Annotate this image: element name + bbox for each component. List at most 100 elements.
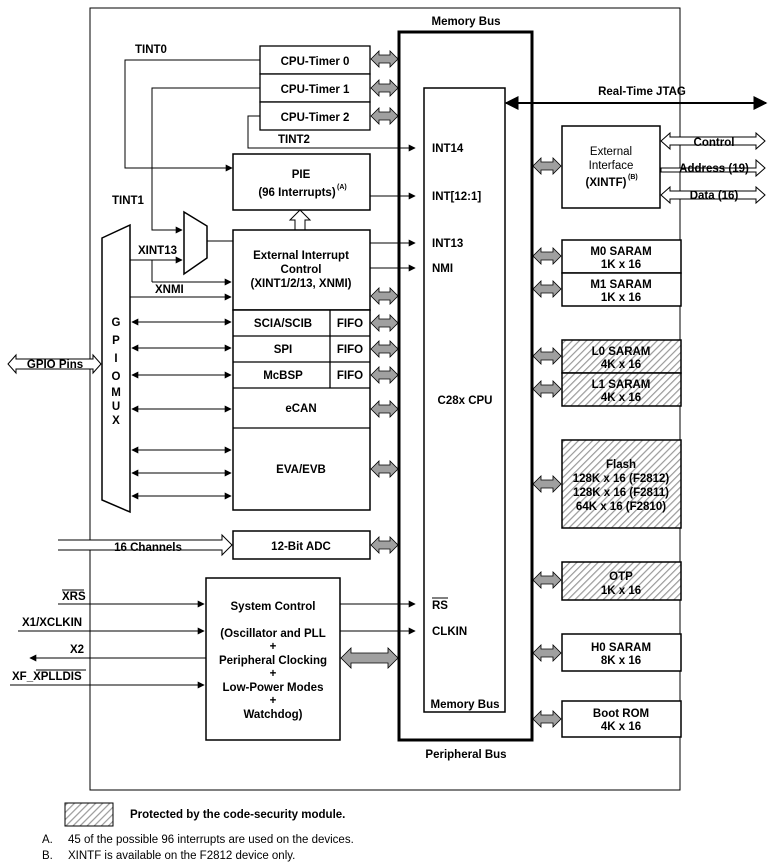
bus-arrow [370, 366, 399, 384]
adc-label: 12-Bit ADC [271, 541, 331, 553]
bus-arrow [532, 571, 562, 589]
clkin-label: CLKIN [432, 626, 467, 638]
system-control-plus-3: + [270, 695, 277, 707]
system-control-plus-1: + [270, 641, 277, 653]
system-control-line4: Watchdog) [244, 709, 303, 721]
legend-protected-label: Protected by the code-security module. [130, 809, 345, 821]
bus-arrow [532, 710, 562, 728]
address-label: Address (19) [679, 163, 749, 175]
gpio-pins-arrow [7, 353, 102, 375]
cpu-label: C28x CPU [438, 395, 493, 407]
flash-box [561, 439, 682, 529]
jtag-label: Real-Time JTAG [598, 86, 686, 98]
xint13-mux [183, 210, 208, 276]
memory-m0-m1 [561, 239, 682, 307]
flash-size-f2811: 128K x 16 (F2811) [573, 487, 669, 499]
cpu-timer-2 [259, 101, 371, 131]
int12-1-label: INT[12:1] [432, 191, 481, 203]
cpu-timer-1 [259, 73, 371, 103]
note-a-text: 45 of the possible 96 interrupts are use… [68, 834, 354, 846]
gpio-mux-letter-x: X [112, 415, 120, 427]
l1-saram-box [561, 372, 682, 407]
int13-label: INT13 [432, 238, 463, 250]
tint1-label: TINT1 [112, 195, 145, 207]
bus-arrow [370, 107, 399, 125]
rs-label: RS [432, 600, 448, 612]
cpu-timer-1-label: CPU-Timer 1 [281, 84, 350, 96]
peripheral-stack [232, 309, 371, 511]
xintf-box [561, 125, 661, 209]
otp-size: 1K x 16 [601, 585, 641, 597]
address-signal-arrow [660, 158, 766, 178]
ext-int-to-pie-arrow [288, 209, 312, 231]
ecan-label: eCAN [285, 403, 316, 415]
xintf-label-2: Interface [589, 160, 634, 172]
bus-arrow [532, 475, 562, 493]
system-control-line1: (Oscillator and PLL [220, 628, 325, 640]
pie-interrupts-label: (96 Interrupts) [258, 187, 335, 199]
bus-arrow [532, 247, 562, 265]
boot-rom-name: Boot ROM [593, 708, 649, 720]
system-control-box [205, 577, 341, 741]
xintf-note-ref: (B) [628, 174, 638, 181]
data-signal-arrow [660, 185, 766, 205]
xintf-label-3: (XINTF) [586, 177, 627, 189]
m0-saram-size: 1K x 16 [601, 259, 641, 271]
fifo-label-1: FIFO [337, 318, 363, 330]
boot-rom-box [561, 700, 682, 738]
m0-saram-box [561, 239, 682, 274]
flash-size-f2812: 128K x 16 (F2812) [573, 473, 670, 485]
h0-saram-box [561, 633, 682, 672]
note-b-text: XINTF is available on the F2812 device o… [68, 850, 295, 862]
ext-int-box [232, 229, 371, 311]
scia-scib-label: SCIA/SCIB [254, 318, 312, 330]
adc-channels-arrow [58, 533, 233, 557]
gpio-mux-letter-o: O [112, 371, 121, 383]
tint0-label: TINT0 [135, 44, 167, 56]
tint1-line [151, 87, 260, 234]
h0-saram-size: 8K x 16 [601, 655, 641, 667]
ext-int-label-1: External Interrupt [253, 250, 349, 262]
system-control-line2: Peripheral Clocking [219, 655, 327, 667]
m1-saram-size: 1K x 16 [601, 292, 641, 304]
otp-name: OTP [609, 571, 633, 583]
boot-rom-size: 4K x 16 [601, 721, 641, 733]
cpu-timer-0-label: CPU-Timer 0 [281, 56, 350, 68]
xintf-signals [660, 131, 766, 205]
system-control-title: System Control [231, 601, 316, 613]
control-signal-arrow [660, 131, 766, 151]
x1-xclkin-label: X1/XCLKIN [22, 617, 82, 629]
data-label: Data (16) [690, 190, 739, 202]
xrs-label: XRS [62, 591, 86, 603]
gpio-mux-letter-m: M [111, 387, 121, 399]
bus-arrow [532, 644, 562, 662]
bus-arrow [370, 287, 399, 305]
flash-name: Flash [606, 459, 636, 471]
mcbsp-label: McBSP [263, 370, 303, 382]
cpu-timer-2-label: CPU-Timer 2 [281, 112, 350, 124]
note-b-label: B. [42, 850, 53, 862]
fifo-label-3: FIFO [337, 370, 363, 382]
h0-saram-name: H0 SARAM [591, 642, 651, 654]
gpio-mux-letter-u: U [112, 401, 120, 413]
legend-swatch [64, 802, 114, 827]
channels-label: 16 Channels [114, 542, 182, 554]
gpio-mux-letter-g: G [112, 317, 121, 329]
pie-box [232, 153, 371, 211]
eva-evb-label: EVA/EVB [276, 464, 326, 476]
x2-label: X2 [70, 644, 84, 656]
xf-xplldis-label: XF_XPLLDIS [12, 671, 82, 683]
fifo-label-2: FIFO [337, 344, 363, 356]
bus-arrow [370, 536, 399, 554]
l1-saram-size: 4K x 16 [601, 392, 641, 404]
tint0-line [124, 59, 260, 172]
xintf-label-1: External [590, 146, 632, 158]
ext-int-label-2: Control [281, 264, 322, 276]
bus-arrow [370, 314, 399, 332]
bus-arrow [532, 380, 562, 398]
gpio-pins-label: GPIO Pins [27, 359, 83, 371]
control-label: Control [694, 137, 735, 149]
memory-bus-top-label: Memory Bus [431, 16, 500, 28]
bus-arrow [370, 460, 399, 478]
xint13-label: XINT13 [138, 245, 177, 257]
